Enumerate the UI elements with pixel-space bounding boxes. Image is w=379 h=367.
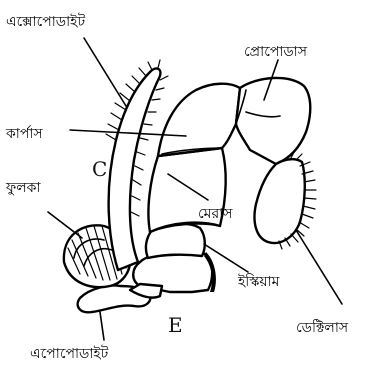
leader-dactylus: [296, 230, 342, 304]
letter-c: C: [92, 157, 107, 181]
label-ischium: ইস্কিয়াম: [237, 273, 280, 290]
label-gill: ফুলকা: [5, 180, 41, 196]
letter-e: E: [168, 313, 183, 337]
leader-epipodite: [100, 312, 104, 340]
leader-exopodite: [84, 38, 126, 106]
propodus-segment: [236, 78, 310, 164]
label-merus: মেরাস: [198, 206, 233, 222]
label-exopodite: এক্সোপোডাইট: [6, 13, 85, 30]
leader-gill: [48, 212, 82, 238]
label-propodus: প্রোপোডাস: [244, 44, 308, 60]
label-carpus: কার্পাস: [5, 125, 43, 142]
carpus-segment: [158, 84, 240, 156]
label-dactylus: ডেক্টিলাস: [296, 319, 349, 336]
label-epipodite: এপোপোডাইট: [30, 345, 109, 362]
